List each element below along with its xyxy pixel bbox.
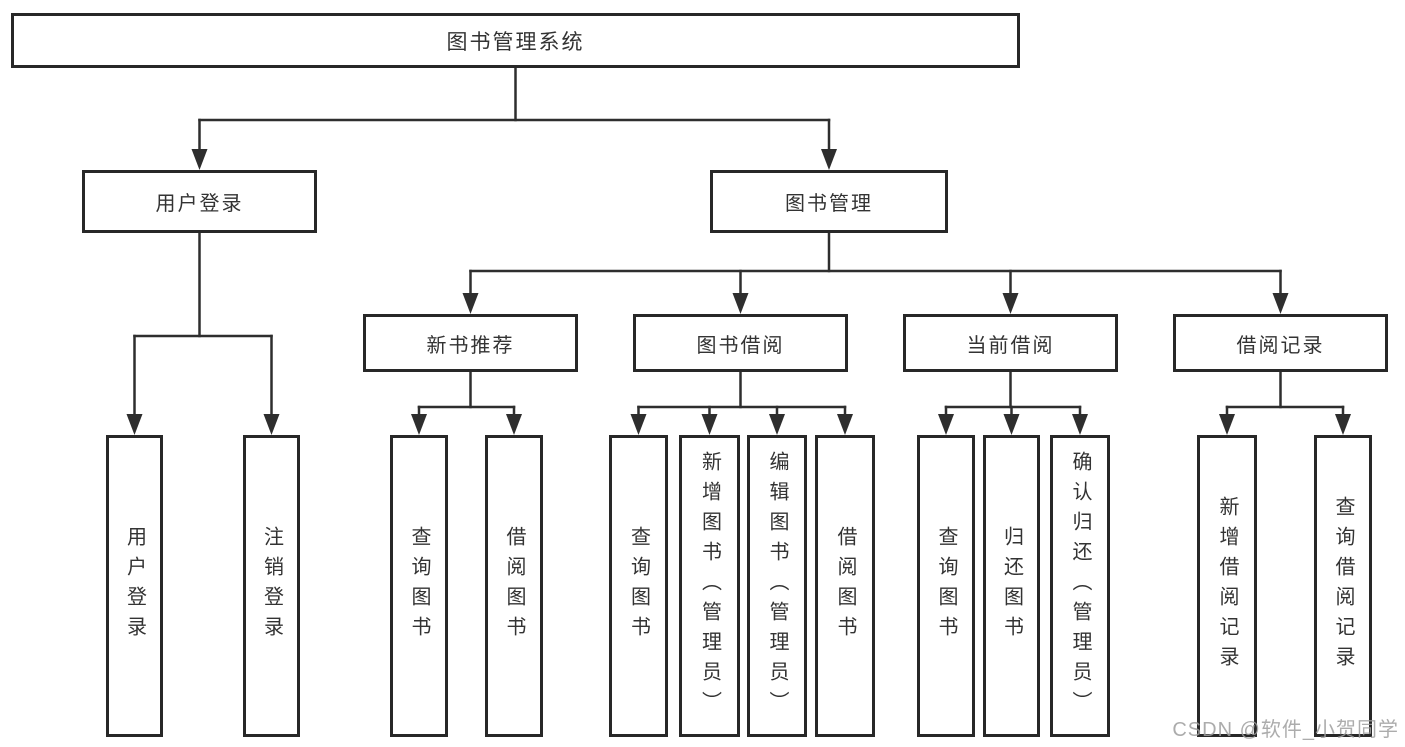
node-label: 新增图书（管理员） (698, 451, 721, 721)
leaf-user-login: 用户登录 (106, 435, 163, 737)
node-label: 新书推荐 (426, 334, 515, 357)
leaf-borrow-book-2: 借阅图书 (815, 435, 875, 737)
node-book-borrow: 图书借阅 (633, 314, 848, 372)
node-new-book-recommend: 新书推荐 (363, 314, 578, 372)
node-system-root: 图书管理系统 (11, 13, 1020, 68)
node-label: 图书管理系统 (446, 30, 585, 54)
leaf-query-borrow-record: 查询借阅记录 (1314, 435, 1372, 737)
node-label: 图书管理 (785, 193, 873, 215)
leaf-query-book-2: 查询图书 (609, 435, 668, 737)
node-borrow-record: 借阅记录 (1173, 314, 1388, 372)
node-label: 确认归还（管理员） (1069, 451, 1091, 721)
leaf-add-book-admin: 新增图书（管理员） (679, 435, 740, 737)
node-label: 用户登录 (155, 193, 244, 215)
node-label: 借阅记录 (1236, 334, 1325, 357)
node-label: 借阅图书 (834, 526, 856, 646)
node-current-borrow: 当前借阅 (903, 314, 1118, 372)
node-user-login: 用户登录 (82, 170, 317, 233)
watermark: CSDN @软件_小贺同学 (1172, 719, 1399, 741)
leaf-return-book: 归还图书 (983, 435, 1040, 737)
leaf-query-book-1: 查询图书 (390, 435, 448, 737)
node-label: 图书借阅 (696, 334, 785, 357)
node-label: 查询图书 (627, 526, 650, 646)
node-label: 新增借阅记录 (1216, 496, 1238, 676)
leaf-borrow-book-1: 借阅图书 (485, 435, 543, 737)
node-label: 查询图书 (935, 526, 957, 646)
node-label: 借阅图书 (503, 526, 525, 646)
leaf-edit-book-admin: 编辑图书（管理员） (747, 435, 807, 737)
node-label: 归还图书 (1000, 526, 1023, 646)
node-label: 查询借阅记录 (1332, 496, 1354, 676)
node-label: 用户登录 (123, 526, 146, 646)
node-label: 编辑图书（管理员） (766, 451, 788, 721)
leaf-logout: 注销登录 (243, 435, 300, 737)
node-book-management: 图书管理 (710, 170, 948, 233)
node-label: 当前借阅 (966, 334, 1055, 357)
node-label: 注销登录 (260, 526, 283, 646)
leaf-add-borrow-record: 新增借阅记录 (1197, 435, 1257, 737)
leaf-confirm-return-admin: 确认归还（管理员） (1050, 435, 1110, 737)
leaf-query-book-3: 查询图书 (917, 435, 975, 737)
node-label: 查询图书 (408, 526, 430, 646)
